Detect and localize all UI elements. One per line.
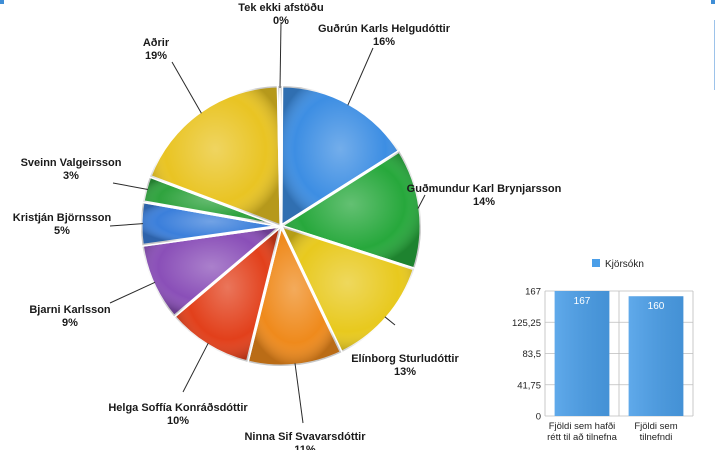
slice-label: Guðmundur Karl Brynjarsson: [407, 183, 562, 195]
slice-percent-label: 0%: [273, 15, 289, 27]
slice-percent-label: 19%: [145, 50, 167, 62]
pie-slice-shading: [278, 85, 282, 226]
leader-line: [109, 281, 156, 304]
leader-line: [347, 47, 374, 106]
leader-line: [112, 182, 148, 190]
x-category-label: rétt til að tilnefna: [547, 432, 617, 443]
x-category-label: Fjöldi sem hafði: [549, 421, 616, 432]
slice-label: Ninna Sif Svavarsdóttir: [244, 431, 366, 443]
x-category-label: Fjöldi sem: [634, 421, 677, 432]
y-tick-label: 125,25: [512, 318, 541, 329]
slice-label: Aðrir: [143, 37, 170, 49]
legend-swatch: [592, 259, 600, 267]
leader-line: [171, 61, 202, 114]
legend-label: Kjörsókn: [605, 259, 644, 270]
slice-label: Tek ekki afstöðu: [238, 2, 323, 14]
slice-label: Helga Soffía Konráðsdóttir: [108, 402, 248, 414]
slice-percent-label: 10%: [167, 415, 189, 427]
pie-slice-shading: [150, 86, 281, 226]
pie-slice-shading: [281, 226, 415, 353]
bar-shading: [628, 296, 684, 416]
slice-label: Bjarni Karlsson: [29, 304, 111, 316]
pie-slice-shading: [140, 201, 281, 246]
slice-label: Sveinn Valgeirsson: [21, 157, 122, 169]
pie-slice-shading: [281, 151, 422, 269]
slice-percent-label: 13%: [394, 366, 416, 378]
leader-line: [109, 223, 144, 227]
pie-slice-shading: [281, 86, 400, 226]
corner-accent-left: [0, 0, 4, 4]
y-tick-label: 0: [536, 412, 541, 423]
pie-slice-shading: [174, 226, 281, 362]
x-category-label: tilnefndi: [640, 432, 673, 443]
slice-percent-label: 5%: [54, 225, 70, 237]
slice-percent-label: 16%: [373, 36, 395, 48]
pie-slice-shading: [142, 226, 281, 317]
y-tick-label: 167: [525, 287, 541, 298]
leader-line: [279, 21, 282, 89]
bar-value-label: 167: [574, 296, 591, 307]
bar-value-label: 160: [648, 301, 665, 312]
slice-label: Kristján Björnsson: [13, 212, 112, 224]
corner-accent-right: [711, 0, 715, 4]
leader-line: [417, 194, 426, 209]
leader-line: [384, 316, 396, 326]
slice-label: Guðrún Karls Helgudóttir: [318, 23, 451, 35]
leader-line: [294, 363, 304, 424]
slice-percent-label: 14%: [473, 196, 495, 208]
pie-slice-shading: [247, 226, 342, 366]
y-tick-label: 41,75: [517, 380, 541, 391]
leader-line: [182, 342, 209, 393]
slice-percent-label: 11%: [294, 444, 316, 450]
y-tick-label: 83,5: [523, 349, 542, 360]
bar-shading: [554, 291, 610, 416]
slice-percent-label: 3%: [63, 170, 79, 182]
slice-percent-label: 9%: [62, 317, 78, 329]
slice-label: Elínborg Sturludóttir: [351, 353, 459, 365]
